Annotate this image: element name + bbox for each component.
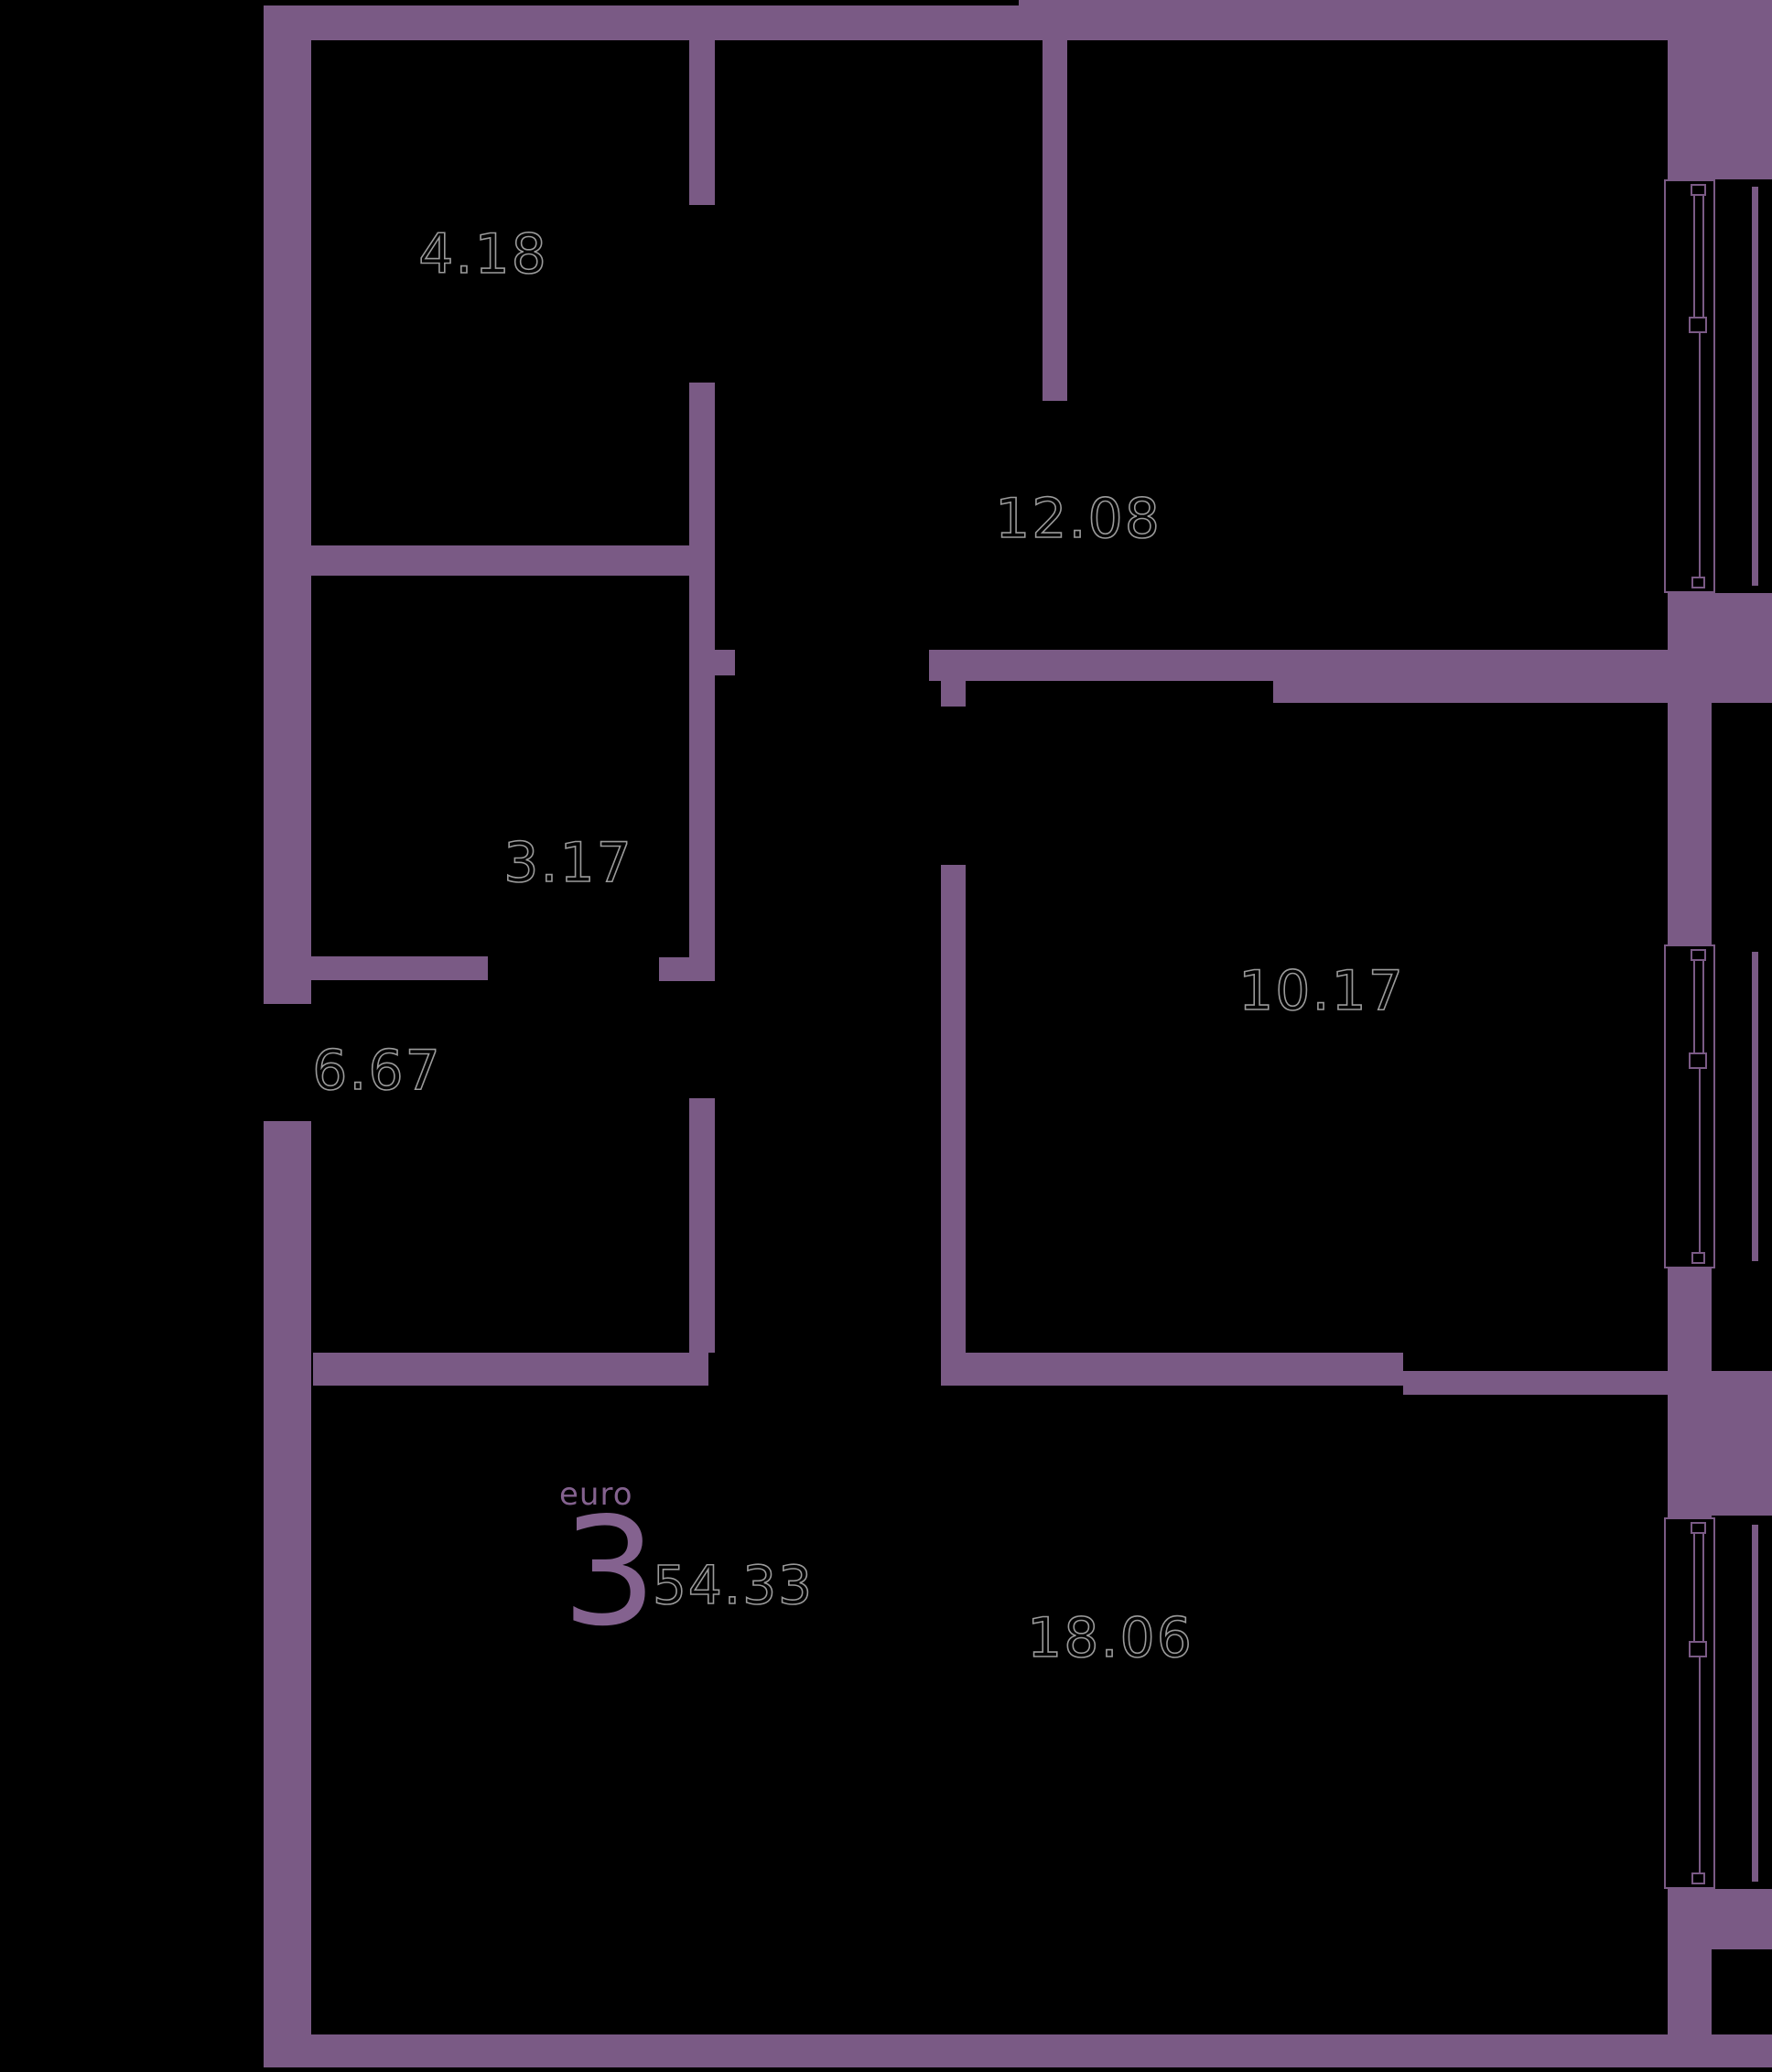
balcony-rail-bottom [1752,1525,1758,1882]
window-glazing-line-icon [1699,1534,1701,1876]
window-glazing-line-icon [1699,959,1701,1257]
window-cap-icon [1689,1640,1707,1657]
room-area-label-living-room: 18.06 [1026,1606,1194,1670]
window-cap-icon [1689,1052,1707,1069]
room-area-label-top-right: 12.08 [994,487,1162,551]
outer-wall-left-upper [264,5,311,1004]
balcony-rail-middle [1752,952,1758,1261]
inner-wall-bedroom-bottom-l [941,1353,1403,1386]
inner-wall-hall-right [689,1098,715,1353]
outer-wall-corner-topright [1668,0,1772,179]
window-sash-icon [1693,957,1704,1057]
inner-wall-mid-horizontal-l [929,650,1273,681]
inner-wall-corridor-mid [689,383,715,981]
outer-wall-right-ext-a [1712,593,1772,703]
window-cap-icon [1691,184,1706,196]
window-glazing-line-icon [1699,197,1701,579]
window-sash-icon [1693,192,1704,319]
outer-wall-top-left [264,5,1019,40]
window-symbol-bottom [1664,1517,1715,1889]
inner-wall-corridor-door-jamb [715,650,735,675]
window-cap-icon [1691,1872,1705,1884]
outer-wall-right-ext-b [1712,1371,1772,1516]
room-area-label-top-left: 4.18 [417,222,548,286]
outer-wall-top-right [1019,0,1668,40]
inner-wall-stub-top-right [1043,40,1067,401]
window-cap-icon [1691,577,1705,588]
window-cap-icon [1689,316,1707,333]
inner-wall-mid-horizontal-r [1273,650,1668,703]
outer-wall-right-mid-a [1668,593,1712,944]
unit-layout-type-label: euro [559,1476,633,1513]
outer-wall-right-mid-b [1668,1268,1712,1517]
window-symbol-middle [1664,944,1715,1268]
window-cap-icon [1691,1252,1705,1264]
inner-wall-room-divider-top [311,545,689,576]
room-area-label-left-middle: 3.17 [502,831,633,895]
outer-wall-bottom [264,2034,1772,2067]
unit-total-area: 54.33 [652,1554,815,1616]
room-area-label-right-middle: 10.17 [1237,959,1405,1023]
balcony-rail-top [1752,187,1758,586]
window-cap-icon [1691,949,1706,961]
inner-wall-bedroom-bottom-r [1403,1371,1668,1395]
inner-wall-bedroom-left [941,865,966,1373]
room-area-label-hallway: 6.67 [311,1039,442,1103]
outer-wall-left-lower [264,1121,311,2067]
inner-wall-mid-door-jamb [941,681,966,707]
window-symbol-top [1664,179,1715,593]
inner-wall-bath-bottom [308,956,488,980]
outer-wall-right-ext-c [1712,1889,1772,1949]
window-cap-icon [1691,1522,1706,1534]
inner-wall-corridor-top [689,40,715,205]
window-sash-icon [1693,1530,1704,1645]
inner-wall-hall-bottom [313,1353,708,1386]
inner-wall-bath-bottom-foot [659,957,715,981]
unit-rooms-count: 3 [562,1486,657,1659]
